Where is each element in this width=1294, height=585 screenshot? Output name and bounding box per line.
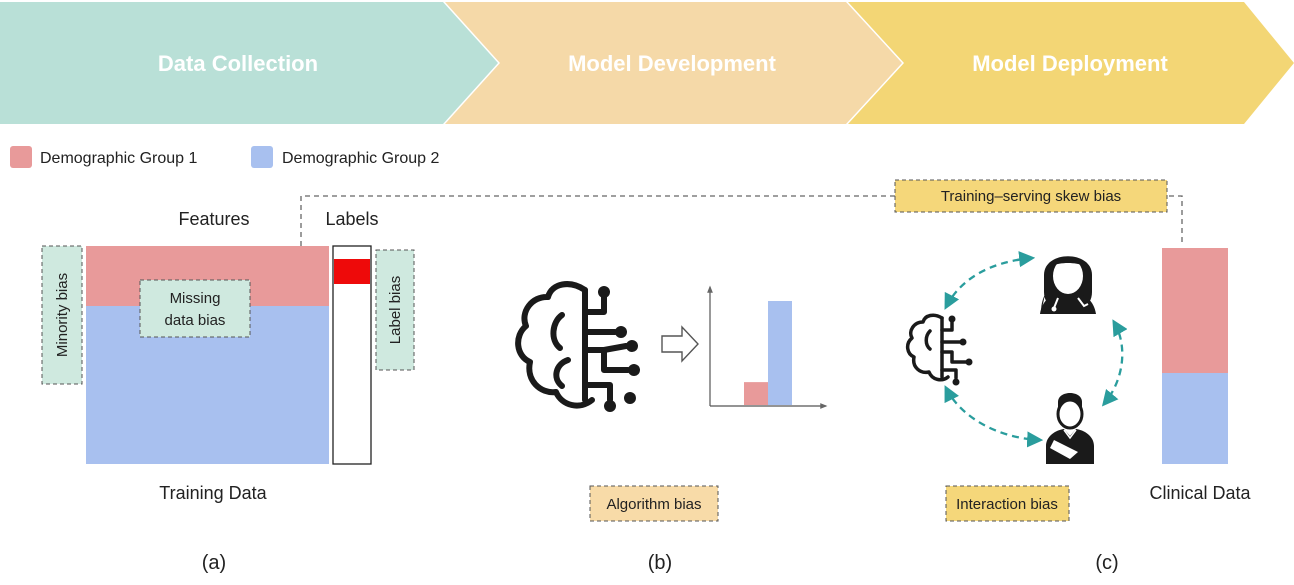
legend-label-group1: Demographic Group 1 xyxy=(40,150,198,167)
algorithm-bias-label: Algorithm bias xyxy=(606,496,701,513)
stage-model-development xyxy=(445,2,902,124)
stage-data-collection xyxy=(0,2,498,124)
training-serving-skew-bias-tag xyxy=(894,179,1168,213)
missing-data-bias-line1: Missing xyxy=(170,290,221,307)
legend-swatch-group2 xyxy=(251,146,273,168)
label-bias-label: Label bias xyxy=(387,276,404,344)
interaction-bias-label: Interaction bias xyxy=(956,496,1058,513)
legend-swatch-group1 xyxy=(10,146,32,168)
clinical-group2-block xyxy=(1162,373,1228,464)
arrow-doctor-to-patient xyxy=(1101,319,1128,407)
clinical-data-caption: Clinical Data xyxy=(1149,483,1251,503)
missing-data-bias-tag xyxy=(139,279,251,338)
clinical-group1-block xyxy=(1162,248,1228,373)
interaction-bias-tag xyxy=(945,485,1070,522)
legend: Demographic Group 1 Demographic Group 2 xyxy=(10,146,440,168)
panel-b-tag: (b) xyxy=(648,552,672,574)
panel-c: Training–serving skew bias xyxy=(894,179,1252,574)
missing-data-bias-line2: data bias xyxy=(165,312,226,329)
label-bias-tag xyxy=(375,249,415,371)
stage-model-deployment-label: Model Deployment xyxy=(972,51,1168,76)
right-arrow-icon xyxy=(661,325,699,363)
labels-highlight xyxy=(334,259,370,284)
stage-data-collection-label: Data Collection xyxy=(158,51,318,76)
panel-b: Algorithm bias (b) xyxy=(515,281,828,574)
panel-c-tag: (c) xyxy=(1095,552,1118,574)
arrow-ai-to-patient xyxy=(944,385,1044,448)
training-data-caption: Training Data xyxy=(159,483,267,503)
training-serving-skew-bias-label: Training–serving skew bias xyxy=(941,188,1121,205)
stage-model-development-label: Model Development xyxy=(568,51,776,76)
patient-icon xyxy=(1046,393,1094,464)
panel-a-tag: (a) xyxy=(202,552,226,574)
bar-group1 xyxy=(744,382,768,405)
bar-group2 xyxy=(768,301,792,405)
legend-label-group2: Demographic Group 2 xyxy=(282,150,440,167)
labels-label: Labels xyxy=(325,209,378,229)
algorithm-bias-tag xyxy=(589,485,719,522)
ai-brain-icon xyxy=(515,281,640,412)
algorithm-bar-chart xyxy=(707,285,828,409)
interaction-cycle-arrows xyxy=(944,251,1128,448)
panel-a: Features Labels Minority bias Missing da… xyxy=(41,209,415,574)
ai-brain-small-icon xyxy=(905,313,973,386)
training-serving-skew-connector xyxy=(300,195,1183,246)
arrow-ai-to-doctor xyxy=(944,251,1036,310)
stage-model-deployment xyxy=(848,2,1294,124)
features-label: Features xyxy=(178,209,249,229)
minority-bias-tag xyxy=(41,245,83,385)
doctor-icon xyxy=(1040,256,1096,314)
minority-bias-label: Minority bias xyxy=(54,273,71,357)
stage-banner: Data Collection Model Development Model … xyxy=(0,2,1294,124)
